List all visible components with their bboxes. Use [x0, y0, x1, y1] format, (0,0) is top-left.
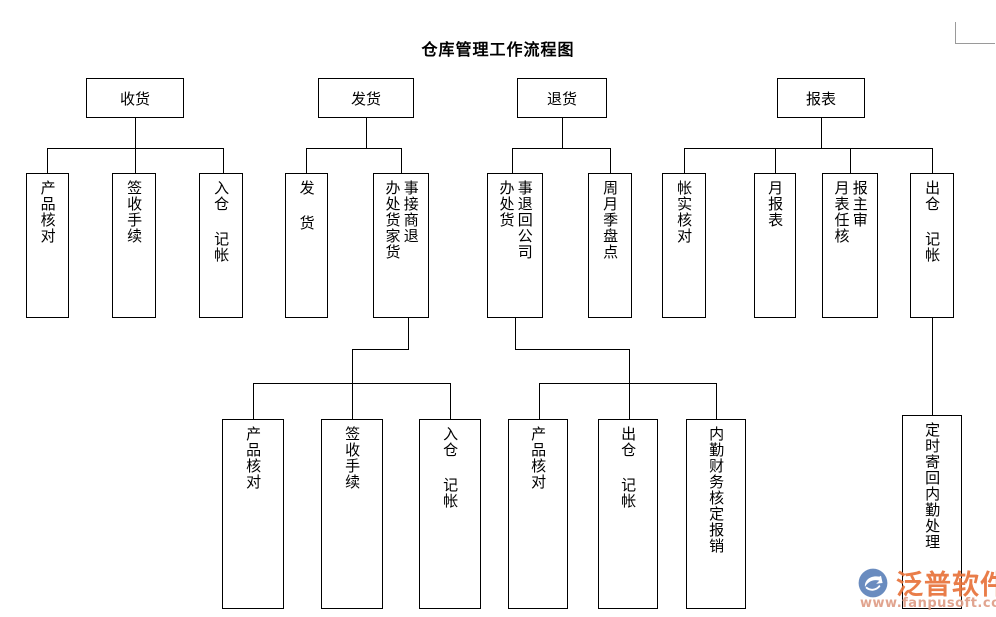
edge-shouhuo-drop-1 — [47, 148, 48, 173]
vertical-text-wrap: 入仓 记帐 — [420, 420, 480, 608]
edge-t1-stem — [515, 318, 516, 349]
page-title: 仓库管理工作流程图 — [421, 40, 575, 59]
node-tuihuo[interactable]: 退货 — [517, 78, 607, 118]
node-t1-child-1[interactable]: 产品核对 — [508, 419, 568, 609]
node-text-col-1: 签收手续 — [125, 180, 144, 244]
node-text-col-1: 内勤财务核定报销 — [707, 426, 726, 554]
vertical-text-wrap: 定时寄回内勤处理 — [903, 416, 961, 608]
node-fahuo-child-2[interactable]: 事接商退 办处货家货 — [373, 173, 429, 318]
edge-fahuo-stem — [366, 118, 367, 148]
edge-b4-stem — [932, 318, 933, 415]
node-fahuo-child-1[interactable]: 发 货 — [285, 173, 328, 318]
edge-fahuo-bus — [306, 148, 402, 149]
edge-tuihuo-stem — [562, 118, 563, 148]
edge-shouhuo-drop-3 — [223, 148, 224, 173]
node-text-col-1: 入仓 记帐 — [212, 180, 231, 263]
node-baobiao[interactable]: 报表 — [777, 78, 865, 118]
node-baobiao-child-1[interactable]: 帐实核对 — [662, 173, 706, 318]
node-text-col-1: 事退回公司 — [515, 180, 534, 260]
node-baobiao-child-4[interactable]: 出仓 记帐 — [910, 173, 954, 318]
edge-fahuo-drop-2 — [401, 148, 402, 173]
edge-f2-drop-2 — [352, 383, 353, 419]
vertical-text-wrap: 报主审 月表任核 — [823, 174, 877, 317]
edge-tuihuo-drop-2 — [610, 148, 611, 173]
node-text-col-1: 产品核对 — [244, 426, 263, 490]
node-shouhuo[interactable]: 收货 — [86, 78, 184, 118]
vertical-text-wrap: 发 货 — [286, 174, 327, 317]
vertical-text-wrap: 帐实核对 — [663, 174, 705, 317]
node-text-col-1: 帐实核对 — [675, 180, 694, 244]
edge-fahuo-drop-1 — [306, 148, 307, 173]
edge-baobiao-bus — [684, 148, 932, 149]
node-f2-child-3[interactable]: 入仓 记帐 — [419, 419, 481, 609]
edge-t1-drop-2 — [629, 383, 630, 419]
edge-baobiao-drop-3 — [850, 148, 851, 173]
edge-baobiao-drop-2 — [775, 148, 776, 173]
vertical-text-wrap: 出仓 记帐 — [911, 174, 953, 317]
node-baobiao-child-3[interactable]: 报主审 月表任核 — [822, 173, 878, 318]
node-tuihuo-child-2[interactable]: 周月季盘点 — [588, 173, 632, 318]
vertical-text-wrap: 出仓 记帐 — [599, 420, 657, 608]
fanpu-logo-icon — [858, 568, 888, 598]
node-text-col-1: 报主审 — [850, 180, 869, 228]
vertical-text-wrap: 产品核对 — [223, 420, 283, 608]
edge-shouhuo-stem — [135, 118, 136, 148]
edge-t1-riser — [629, 349, 630, 383]
node-text-col-2: 办处货家货 — [383, 180, 402, 260]
vertical-text-wrap: 内勤财务核定报销 — [687, 420, 745, 608]
edge-t1-bus — [539, 383, 717, 384]
edge-shouhuo-drop-2 — [135, 148, 136, 173]
node-text-col-1: 出仓 记帐 — [619, 426, 638, 509]
edge-tuihuo-bus — [512, 148, 611, 149]
vertical-text-wrap: 签收手续 — [322, 420, 382, 608]
vertical-text-wrap: 事退回公司 办处货 — [488, 174, 542, 317]
edge-f2-jog — [352, 349, 409, 350]
node-t1-child-2[interactable]: 出仓 记帐 — [598, 419, 658, 609]
node-text-col-1: 定时寄回内勤处理 — [923, 422, 942, 550]
node-tuihuo-child-1[interactable]: 事退回公司 办处货 — [487, 173, 543, 318]
edge-f2-drop-1 — [253, 383, 254, 419]
vertical-text-wrap: 月报表 — [755, 174, 795, 317]
vertical-text-wrap: 入仓 记帐 — [200, 174, 242, 317]
edge-f2-stem — [408, 318, 409, 349]
node-text-col-1: 签收手续 — [343, 426, 362, 490]
node-text-col-1: 事接商退 — [401, 180, 420, 244]
node-text-col-1: 出仓 记帐 — [923, 180, 942, 263]
vertical-text-wrap: 周月季盘点 — [589, 174, 631, 317]
node-b4-child-1[interactable]: 定时寄回内勤处理 — [902, 415, 962, 609]
node-t1-child-3[interactable]: 内勤财务核定报销 — [686, 419, 746, 609]
edge-baobiao-drop-4 — [932, 148, 933, 173]
edge-t1-jog — [515, 349, 630, 350]
vertical-text-wrap: 事接商退 办处货家货 — [374, 174, 428, 317]
edge-baobiao-drop-1 — [684, 148, 685, 173]
edge-f2-drop-3 — [450, 383, 451, 419]
node-fahuo[interactable]: 发货 — [318, 78, 414, 118]
node-shouhuo-child-2[interactable]: 签收手续 — [112, 173, 156, 318]
edge-f2-riser — [352, 349, 353, 393]
node-text-col-1: 产品核对 — [38, 180, 57, 244]
vertical-text-wrap: 产品核对 — [27, 174, 68, 317]
node-shouhuo-child-1[interactable]: 产品核对 — [26, 173, 69, 318]
node-text-col-1: 周月季盘点 — [601, 180, 620, 260]
node-text-col-1: 入仓 记帐 — [441, 426, 460, 509]
node-f2-child-2[interactable]: 签收手续 — [321, 419, 383, 609]
edge-t1-drop-3 — [716, 383, 717, 419]
node-text-col-2: 月表任核 — [832, 180, 851, 244]
node-text-col-1: 产品核对 — [529, 426, 548, 490]
edge-t1-drop-1 — [539, 383, 540, 419]
vertical-text-wrap: 产品核对 — [509, 420, 567, 608]
edge-tuihuo-drop-1 — [512, 148, 513, 173]
node-baobiao-child-2[interactable]: 月报表 — [754, 173, 796, 318]
node-text-col-2: 办处货 — [497, 180, 516, 228]
node-text-col-1: 月报表 — [766, 180, 785, 228]
node-text-col-1: 发 货 — [297, 180, 316, 231]
node-shouhuo-child-3[interactable]: 入仓 记帐 — [199, 173, 243, 318]
edge-baobiao-stem — [821, 118, 822, 148]
node-f2-child-1[interactable]: 产品核对 — [222, 419, 284, 609]
vertical-text-wrap: 签收手续 — [113, 174, 155, 317]
